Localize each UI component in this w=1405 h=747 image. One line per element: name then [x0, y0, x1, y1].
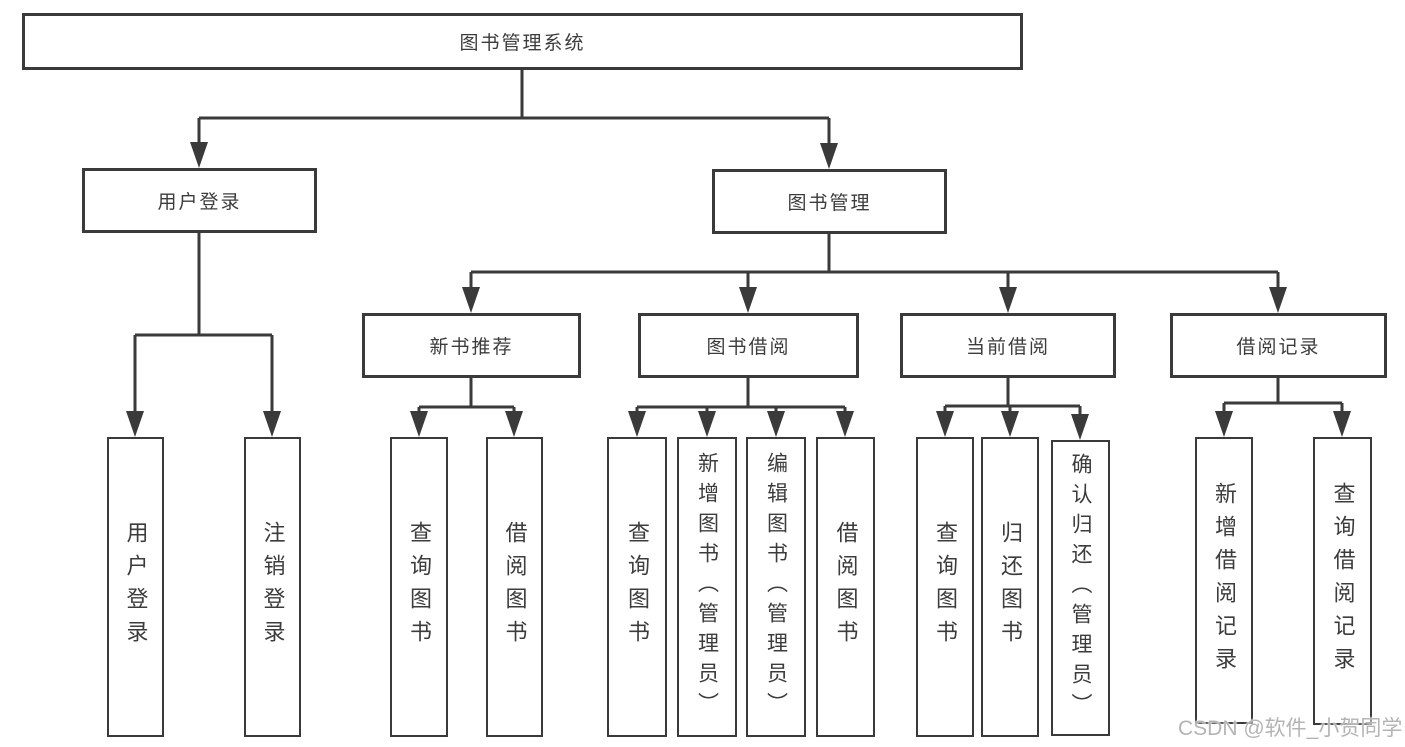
- node-user-login: 用户登录: [82, 168, 317, 233]
- leaf-query-borrow-record: 查询借阅记录: [1313, 437, 1372, 725]
- leaf-query-books-1: 查询图书: [390, 437, 448, 737]
- node-root-system: 图书管理系统: [22, 13, 1023, 70]
- leaf-borrow-books-1: 借阅图书: [486, 437, 543, 737]
- leaf-user-login-label: 用户登录: [123, 521, 149, 653]
- node-root-label: 图书管理系统: [459, 33, 586, 54]
- leaf-query-books-3: 查询图书: [916, 437, 974, 737]
- node-book-borrowing: 图书借阅: [638, 313, 859, 378]
- node-user-login-label: 用户登录: [157, 192, 242, 213]
- leaf-borrow-books-2-label: 借阅图书: [833, 521, 859, 653]
- node-book-management-label: 图书管理: [787, 193, 872, 214]
- leaf-logout: 注销登录: [244, 437, 301, 737]
- node-borrowing-records-label: 借阅记录: [1236, 337, 1321, 358]
- node-borrowing-records: 借阅记录: [1170, 313, 1387, 378]
- leaf-user-login: 用户登录: [107, 437, 164, 737]
- leaf-query-books-2: 查询图书: [607, 437, 667, 737]
- leaf-query-books-3-label: 查询图书: [933, 521, 958, 653]
- leaf-edit-books-admin: 编辑图书（管理员）: [746, 437, 806, 737]
- leaf-query-books-1-label: 查询图书: [407, 521, 432, 653]
- leaf-logout-label: 注销登录: [260, 521, 286, 653]
- leaf-borrow-books-2: 借阅图书: [816, 437, 875, 737]
- leaf-add-books-admin-label: 新增图书（管理员）: [695, 452, 719, 722]
- node-new-book-recommend: 新书推荐: [362, 313, 581, 378]
- leaf-edit-books-admin-label: 编辑图书（管理员）: [764, 452, 788, 722]
- leaf-return-books: 归还图书: [981, 437, 1039, 737]
- node-book-management: 图书管理: [712, 169, 947, 234]
- leaf-confirm-return-admin-label: 确认归还（管理员）: [1069, 453, 1092, 723]
- node-new-book-recommend-label: 新书推荐: [429, 337, 514, 358]
- leaf-return-books-label: 归还图书: [998, 521, 1023, 653]
- node-current-borrowing-label: 当前借阅: [965, 337, 1050, 358]
- csdn-watermark: CSDN @软件_小贺同学: [1178, 717, 1403, 740]
- leaf-add-borrow-record: 新增借阅记录: [1195, 437, 1253, 724]
- leaf-query-books-2-label: 查询图书: [625, 521, 650, 653]
- leaf-confirm-return-admin: 确认归还（管理员）: [1051, 440, 1110, 736]
- leaf-borrow-books-1-label: 借阅图书: [502, 521, 528, 653]
- leaf-add-books-admin: 新增图书（管理员）: [677, 437, 737, 737]
- leaf-query-borrow-record-label: 查询借阅记录: [1330, 482, 1356, 680]
- node-book-borrowing-label: 图书借阅: [706, 337, 791, 358]
- leaf-add-borrow-record-label: 新增借阅记录: [1212, 481, 1237, 680]
- node-current-borrowing: 当前借阅: [900, 313, 1116, 378]
